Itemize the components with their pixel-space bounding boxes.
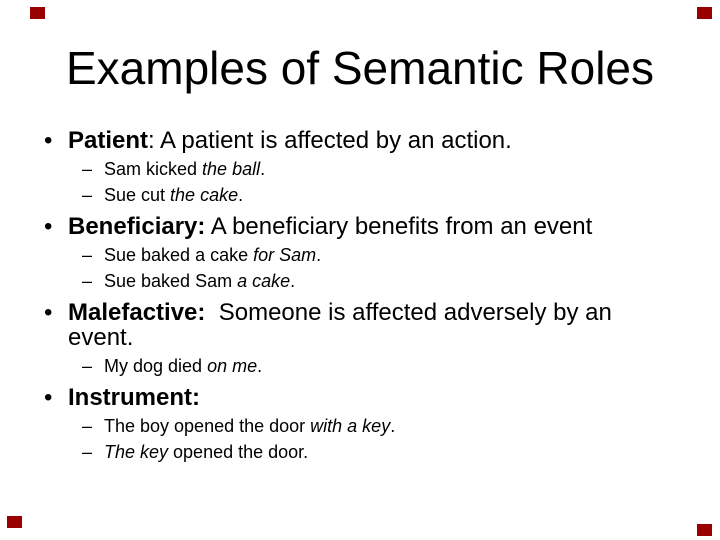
text-run: My dog died	[104, 356, 208, 376]
text-run: Sue baked Sam	[104, 271, 238, 291]
text-run: a cake	[237, 271, 291, 291]
dash-icon: –	[82, 159, 93, 179]
text-run: opened the door.	[168, 442, 309, 462]
bullet-icon: •	[44, 127, 53, 154]
bullet-item: • Patient: A patient is affected by an ac…	[44, 127, 646, 154]
text-run: the ball	[202, 159, 261, 179]
text-run: the cake	[170, 185, 239, 205]
text-run: Someone is affected adversely by an even…	[68, 299, 619, 351]
text-run: Sue cut	[104, 185, 171, 205]
text-run: A beneficiary benefits from an event	[205, 213, 593, 240]
text-run: .	[260, 159, 266, 179]
text-run: Instrument:	[68, 384, 200, 411]
dash-icon: –	[82, 185, 93, 205]
sub-bullet-item: –Sue cut the cake.	[68, 182, 646, 208]
text-run: The boy opened the door	[104, 416, 311, 436]
text-run: for Sam	[253, 245, 317, 265]
dash-icon: –	[82, 442, 93, 462]
bullet-icon: •	[44, 213, 53, 240]
bullet-list: • Patient: A patient is affected by an ac…	[44, 122, 646, 465]
sub-bullet-item: –The boy opened the door with a key.	[68, 413, 646, 439]
bullet-item: • Malefactive: Someone is affected advers…	[44, 299, 646, 351]
text-run: .	[316, 245, 322, 265]
text-run: Sam kicked	[104, 159, 203, 179]
sub-bullet-item: –Sam kicked the ball.	[68, 156, 646, 182]
text-run: Malefactive:	[68, 299, 206, 326]
sub-bullet-item: –Sue baked a cake for Sam.	[68, 242, 646, 268]
dash-icon: –	[82, 356, 93, 376]
corner-marker-top-right	[697, 7, 712, 19]
text-run: .	[238, 185, 244, 205]
text-run: on me	[207, 356, 258, 376]
bullet-icon: •	[44, 299, 53, 326]
text-run: .	[290, 271, 296, 291]
text-run: : A patient is affected by an action.	[148, 127, 512, 154]
bullet-item: • Instrument:	[44, 384, 646, 411]
sub-bullet-item: –The key opened the door.	[68, 439, 646, 465]
dash-icon: –	[82, 271, 93, 291]
text-run: Patient	[68, 127, 149, 154]
text-run: .	[390, 416, 396, 436]
corner-marker-bottom-right	[697, 524, 712, 536]
sub-bullet-item: –My dog died on me.	[68, 353, 646, 379]
text-run: Sue baked a cake	[104, 245, 254, 265]
bullet-item: • Beneficiary: A beneficiary benefits fro…	[44, 213, 646, 240]
bullet-icon: •	[44, 384, 53, 411]
slide-title: Examples of Semantic Roles	[65, 42, 655, 94]
text-run: with a key	[310, 416, 391, 436]
text-run: Beneficiary:	[68, 213, 206, 240]
dash-icon: –	[82, 245, 93, 265]
corner-marker-bottom-left	[7, 516, 22, 528]
sub-bullet-item: –Sue baked Sam a cake.	[68, 268, 646, 294]
text-run: The key	[104, 442, 169, 462]
corner-marker-top-left	[30, 7, 45, 19]
dash-icon: –	[82, 416, 93, 436]
text-run: .	[257, 356, 263, 376]
